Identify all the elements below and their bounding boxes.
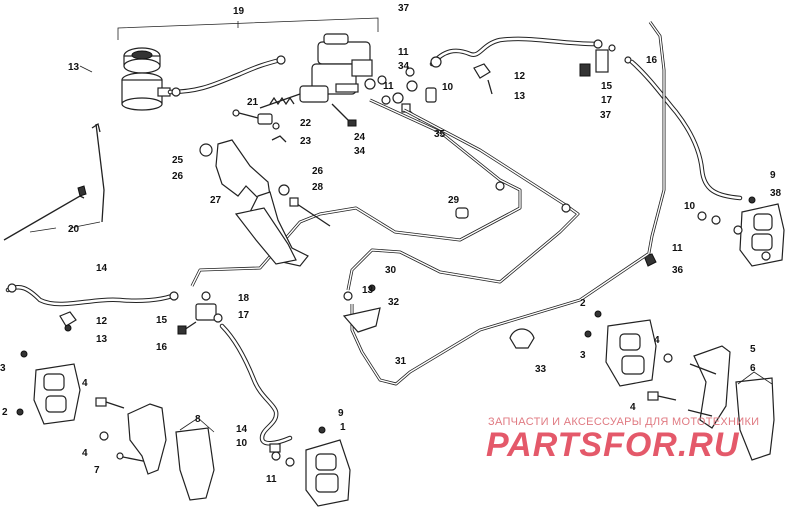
callout-18: 18 — [238, 293, 250, 304]
callout-13: 13 — [68, 62, 80, 73]
callout-4: 4 — [630, 402, 636, 413]
callout-2: 2 — [2, 407, 8, 418]
pushrod-assembly — [232, 109, 287, 143]
brake-pedal — [199, 139, 331, 267]
sleeve-29 — [455, 207, 469, 219]
callout-11: 11 — [398, 47, 409, 58]
callout-5: 5 — [750, 344, 756, 355]
callout-16: 16 — [156, 342, 168, 353]
callout-4: 4 — [82, 378, 88, 389]
callout-9: 9 — [338, 408, 344, 419]
callout-4: 4 — [82, 448, 88, 459]
callout-labels: 19 13 21 22 23 24 34 25 26 26 28 27 37 1… — [0, 3, 782, 485]
watermark-tagline: ЗАПЧАСТИ И АКСЕССУАРЫ ДЛЯ МОТОТЕХНИКИ — [488, 416, 760, 428]
callout-16: 16 — [646, 55, 658, 66]
callout-10: 10 — [684, 201, 696, 212]
brake-hose-right — [629, 59, 743, 201]
callout-37: 37 — [398, 3, 410, 14]
callout-8: 8 — [195, 414, 201, 425]
callout-13: 13 — [514, 91, 526, 102]
group-bracket-19 — [117, 17, 379, 40]
callout-38: 38 — [770, 188, 782, 199]
grommet-33 — [509, 328, 535, 349]
brake-line-front — [190, 98, 522, 287]
watermark-logo: PARTSFOR.RU — [486, 426, 740, 464]
callout-11: 11 — [266, 474, 277, 485]
callout-14: 14 — [236, 424, 248, 435]
callout-2: 2 — [580, 298, 586, 309]
brake-pad-6 — [735, 377, 775, 461]
tee-fitting-center — [177, 291, 223, 335]
callout-10: 10 — [236, 438, 248, 449]
bolt-4-right — [647, 391, 677, 401]
callout-37: 37 — [600, 110, 612, 121]
callout-17: 17 — [601, 95, 613, 106]
stud-7 — [116, 452, 149, 463]
bracket-32 — [342, 307, 381, 333]
callout-7: 7 — [94, 465, 100, 476]
callout-1: 1 — [340, 422, 346, 433]
callout-15: 15 — [156, 315, 168, 326]
callout-26: 26 — [172, 171, 184, 182]
callout-3: 3 — [0, 363, 6, 374]
bolt-4-left — [95, 397, 125, 409]
callout-36: 36 — [672, 265, 684, 276]
callout-19: 19 — [233, 6, 245, 17]
callout-29: 29 — [448, 195, 460, 206]
callout-33: 33 — [535, 364, 547, 375]
callout-12: 12 — [96, 316, 108, 327]
bracket-left — [127, 403, 167, 475]
banjo-fittings-center — [364, 67, 437, 121]
callout-13: 13 — [362, 285, 374, 296]
callout-28: 28 — [312, 182, 324, 193]
master-cylinder — [259, 33, 373, 109]
callout-12: 12 — [514, 71, 526, 82]
callout-25: 25 — [172, 155, 184, 166]
callout-31: 31 — [395, 356, 407, 367]
caliper-lower-center — [269, 426, 351, 507]
callout-4: 4 — [654, 335, 660, 346]
cable-tie-20 — [3, 122, 105, 241]
line-clamp-36 — [643, 253, 657, 267]
callout-15: 15 — [601, 81, 613, 92]
callout-22: 22 — [300, 118, 312, 129]
callout-23: 23 — [300, 136, 312, 147]
callout-11: 11 — [383, 81, 394, 92]
fluid-reservoir — [121, 47, 171, 111]
callout-13: 13 — [96, 334, 108, 345]
callout-35: 35 — [434, 129, 446, 140]
callout-21: 21 — [247, 97, 259, 108]
brake-pad-8 — [175, 427, 215, 501]
washer-4-left — [99, 431, 109, 441]
caliper-right-lower — [584, 310, 657, 387]
callout-11: 11 — [672, 243, 683, 254]
hose-clip-12-left — [59, 311, 77, 327]
bolt-24 — [331, 103, 357, 127]
callout-3: 3 — [580, 350, 586, 361]
callout-32: 32 — [388, 297, 400, 308]
washer-10-right — [697, 211, 707, 221]
hose-clip-12-top — [473, 63, 493, 95]
callout-9: 9 — [770, 170, 776, 181]
callout-34: 34 — [398, 61, 410, 72]
callout-17: 17 — [238, 310, 250, 321]
callout-24: 24 — [354, 132, 366, 143]
callout-27: 27 — [210, 195, 222, 206]
callout-20: 20 — [68, 224, 80, 235]
caliper-right — [739, 196, 785, 267]
callout-10: 10 — [442, 82, 454, 93]
hose-bracket-top-right — [579, 44, 632, 77]
caliper-left — [16, 350, 81, 425]
callout-30: 30 — [385, 265, 397, 276]
callout-6: 6 — [750, 363, 756, 374]
bracket-5 — [693, 345, 731, 429]
brake-line-30 — [346, 108, 580, 291]
callout-26: 26 — [312, 166, 324, 177]
callout-14: 14 — [96, 263, 108, 274]
callout-34: 34 — [354, 146, 366, 157]
